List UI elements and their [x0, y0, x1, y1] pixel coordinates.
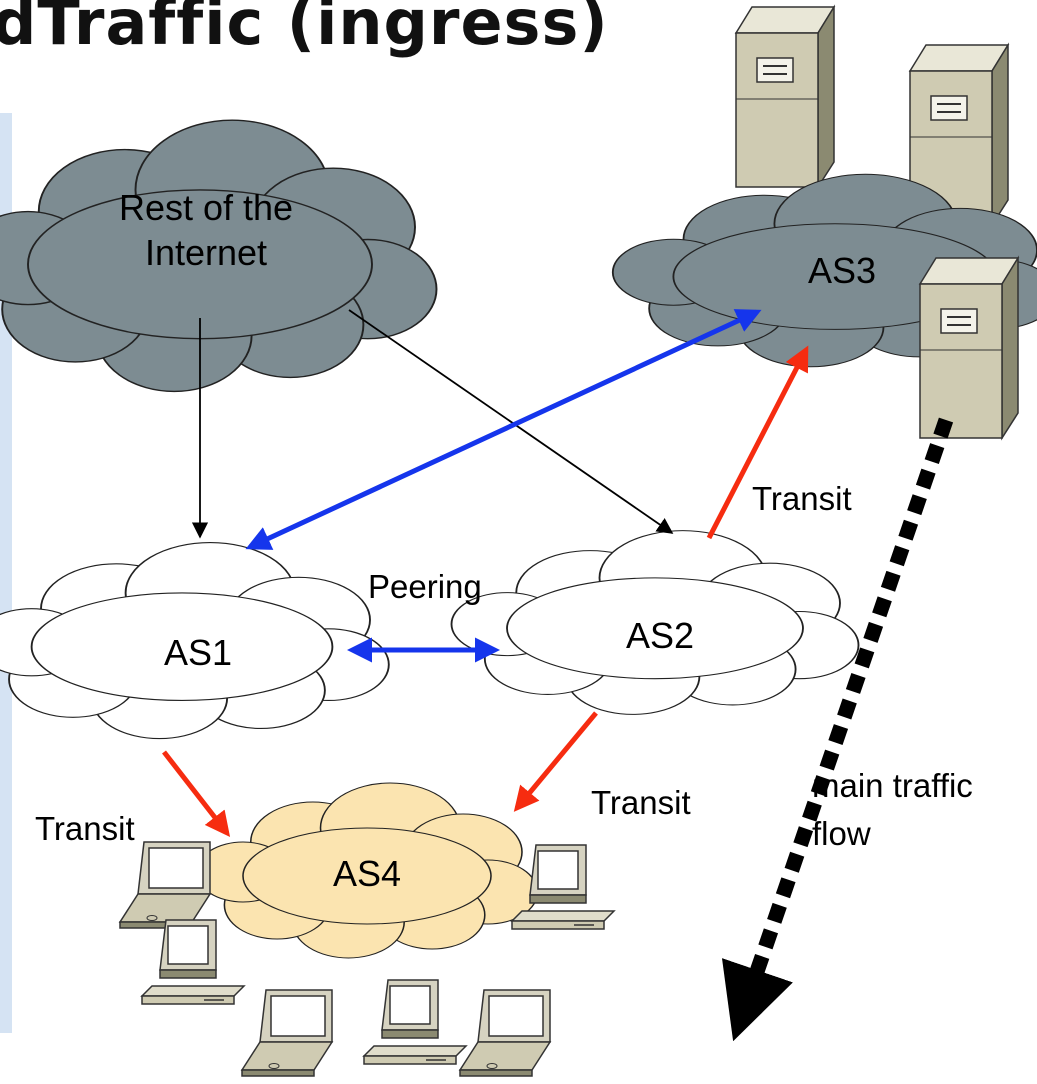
label-transit-as1-as4: Transit: [35, 810, 135, 847]
label-peering: Peering: [368, 568, 482, 605]
cloud-label-as2: AS2: [626, 615, 694, 656]
link-as2-to-as4-transit: [513, 711, 598, 812]
cloud-rest-of-internet: Rest of the Internet: [0, 119, 438, 393]
link-rest-to-as2: [348, 309, 674, 534]
link-as2-to-as3-transit: [706, 345, 809, 540]
laptop-icon: [459, 989, 551, 1077]
slide-title: dTraffic (ingress): [0, 0, 609, 59]
label-transit-as2-as4: Transit: [591, 784, 691, 821]
laptop-icon: [119, 841, 211, 929]
cloud-label-rest-line1: Rest of the: [119, 187, 293, 228]
label-main-traffic-line2: flow: [812, 815, 871, 852]
slide-side-bar: [0, 113, 12, 1033]
desktop-icon: [141, 919, 245, 1005]
cloud-as2: AS2: [450, 529, 860, 716]
cloud-label-as3: AS3: [808, 250, 876, 291]
cloud-as3: AS3: [611, 173, 1037, 368]
link-as1-to-as4-transit: [162, 750, 231, 837]
link-as1-as3-peering: [245, 309, 762, 550]
cloud-label-rest-line2: Internet: [145, 232, 267, 273]
label-transit-as2-as3: Transit: [752, 480, 852, 517]
label-main-traffic-line1: main traffic: [812, 767, 973, 804]
laptop-icon: [241, 989, 333, 1077]
server-icon: [919, 257, 1019, 439]
cloud-as4: AS4: [195, 782, 539, 959]
cloud-label-as1: AS1: [164, 632, 232, 673]
desktop-icon: [363, 979, 467, 1065]
cloud-as1: AS1: [0, 541, 390, 740]
server-icon: [735, 6, 835, 188]
cloud-label-as4: AS4: [333, 853, 401, 894]
